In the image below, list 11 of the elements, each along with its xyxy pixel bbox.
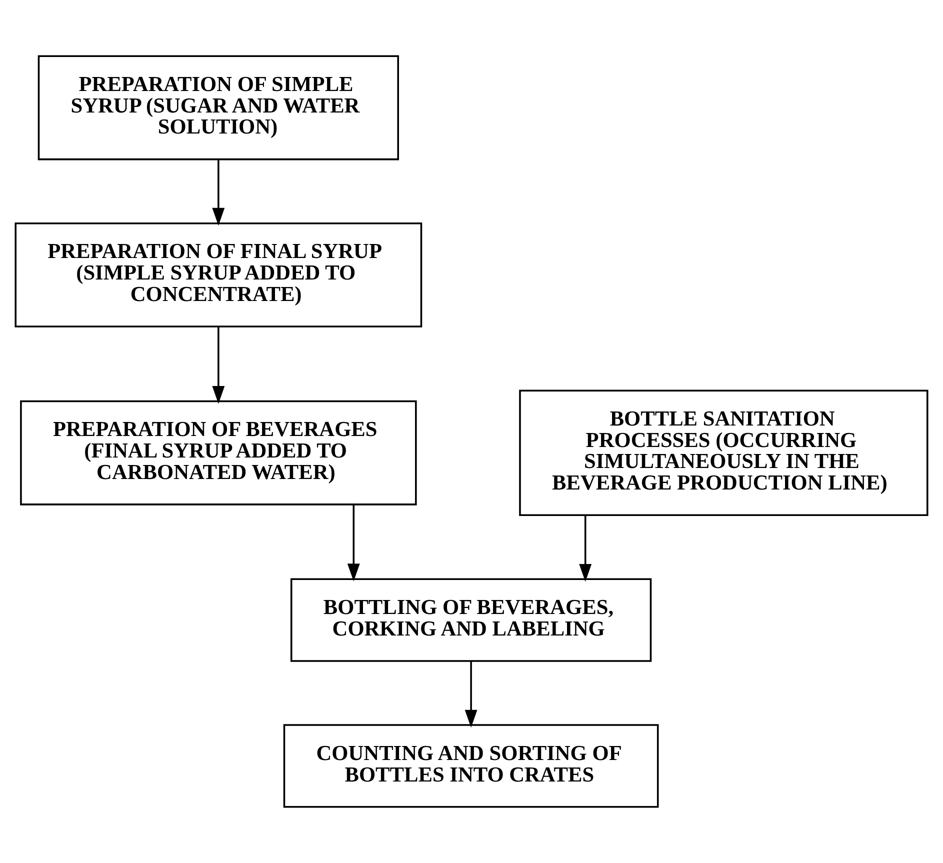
arrow (464, 662, 478, 728)
node-box: PREPARATION OF SIMPLE SYRUP (SUGAR AND WATER SOLUTION) (38, 55, 399, 160)
node-box: BOTTLE SANITATION PROCESSES (OCCURRING SIMULTANEOUSLY IN THE BEVERAGE PRODUCTION LINE) (519, 390, 928, 516)
arrow (212, 160, 225, 226)
node-box: COUNTING AND SORTING OF BOTTLES INTO CRATES (283, 724, 659, 808)
arrow (347, 504, 360, 582)
arrow (579, 515, 592, 582)
node-box: BOTTLING OF BEVERAGES, CORKING AND LABELING (290, 578, 652, 662)
arrow (212, 326, 225, 404)
node-box: PREPARATION OF BEVERAGES (FINAL SYRUP ADDED TO CARBONATED WATER) (20, 400, 417, 506)
node-box: PREPARATION OF FINAL SYRUP (SIMPLE SYRUP ADDED TO CONCENTRATE) (14, 222, 422, 328)
